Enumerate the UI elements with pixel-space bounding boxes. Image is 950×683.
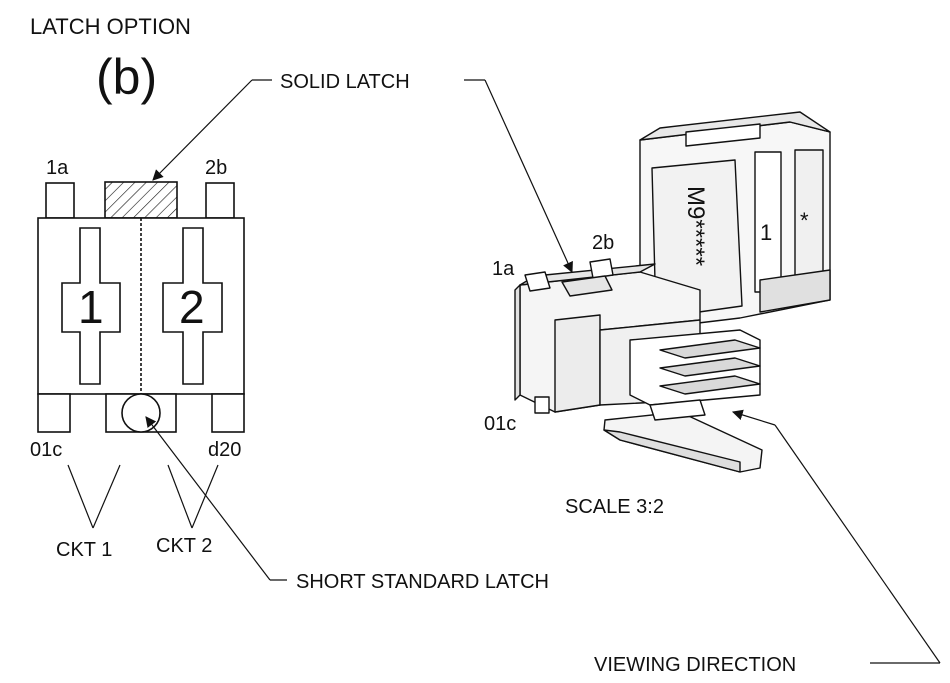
circuit-2-cavity xyxy=(162,227,223,385)
short-standard-latch-label: SHORT STANDARD LATCH xyxy=(296,571,549,593)
solid-latch-label: SOLID LATCH xyxy=(280,71,410,93)
circuit-1-number: 1 xyxy=(78,281,104,333)
front-pin-2b-label: 2b xyxy=(205,157,227,179)
front-pin-1a-label: 1a xyxy=(46,157,69,179)
iso-pin-2b-label: 2b xyxy=(592,232,614,254)
front-view xyxy=(37,181,245,433)
solid-latch-leader xyxy=(152,79,272,181)
pin-2b-top xyxy=(205,182,235,219)
pin-01c-bottom xyxy=(37,393,71,433)
viewing-direction-leader xyxy=(731,409,941,664)
ckt-1-label: CKT 1 xyxy=(56,539,112,561)
short-latch-leader xyxy=(145,416,287,581)
solid-latch-iso-leader xyxy=(464,79,573,273)
pin-1a-top xyxy=(45,182,75,219)
solid-latch-hatched xyxy=(104,181,178,219)
latch-option-letter: (b) xyxy=(96,49,157,105)
short-standard-latch-circle xyxy=(121,393,161,433)
pin-d20-bottom xyxy=(211,393,245,433)
circuit-2-number: 2 xyxy=(179,281,205,333)
iso-body-marking: M9***** xyxy=(682,186,709,266)
front-pin-d20-label: d20 xyxy=(208,439,241,461)
iso-view xyxy=(514,111,831,473)
ckt-2-label: CKT 2 xyxy=(156,535,212,557)
ckt-leaders xyxy=(67,464,219,529)
scale-label: SCALE 3:2 xyxy=(565,496,664,518)
latch-option-title: LATCH OPTION xyxy=(30,14,191,39)
iso-pin-01c-label: 01c xyxy=(484,413,516,435)
iso-side-star: * xyxy=(800,208,809,233)
circuit-1-cavity xyxy=(61,227,121,385)
viewing-direction-label: VIEWING DIRECTION xyxy=(594,654,796,676)
iso-side-number: 1 xyxy=(760,220,772,245)
iso-pin-1a-label: 1a xyxy=(492,258,515,280)
front-pin-01c-label: 01c xyxy=(30,439,62,461)
